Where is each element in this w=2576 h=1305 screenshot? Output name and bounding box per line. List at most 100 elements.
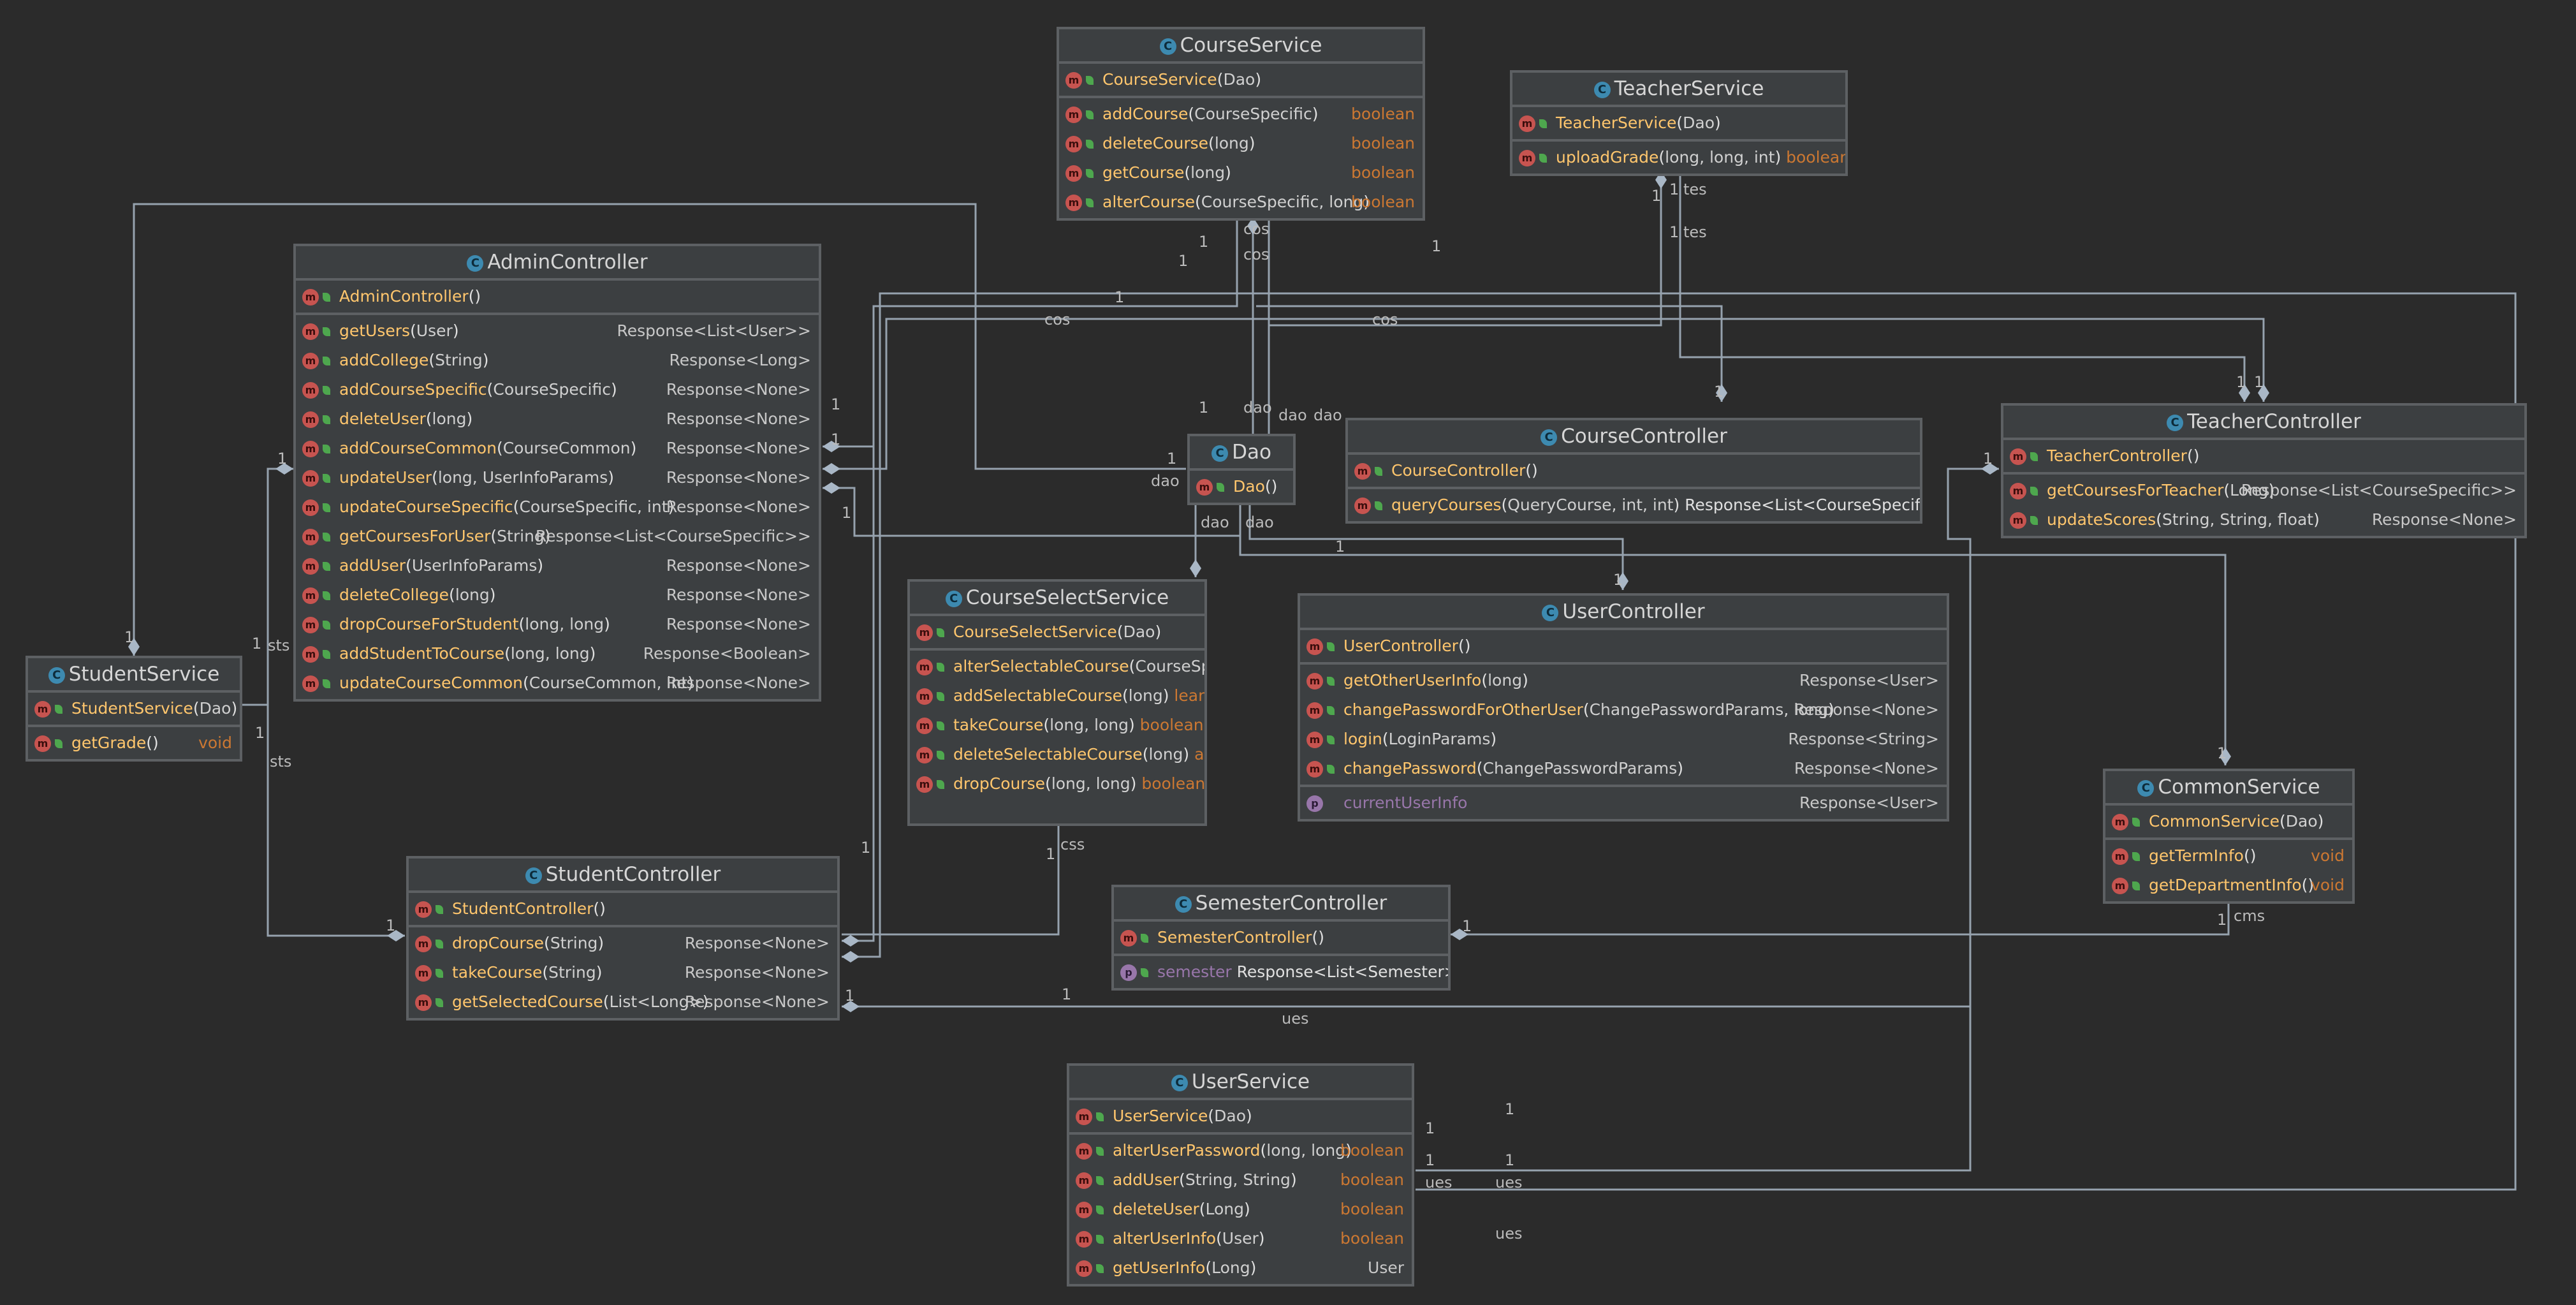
method-icon: m bbox=[1196, 479, 1213, 496]
method-icon: m bbox=[1076, 1231, 1092, 1248]
method-icon: m bbox=[1306, 638, 1323, 655]
edge-label: ues bbox=[1425, 1174, 1453, 1191]
method-icon: m bbox=[916, 747, 933, 763]
public-icon bbox=[1141, 968, 1148, 977]
class-name: CourseSelectService bbox=[965, 586, 1169, 609]
public-icon bbox=[2132, 881, 2140, 890]
class-icon: C bbox=[1540, 429, 1558, 446]
public-icon bbox=[323, 562, 330, 571]
method-icon: m bbox=[302, 441, 319, 457]
method-icon: m bbox=[1076, 1260, 1092, 1277]
multiplicity-label: 1 bbox=[1178, 252, 1189, 270]
method-icon: m bbox=[1076, 1202, 1092, 1218]
public-icon bbox=[1086, 76, 1094, 85]
multiplicity-label: 1 bbox=[1425, 1151, 1435, 1169]
multiplicity-label: 1 bbox=[386, 917, 396, 934]
method-icon: m bbox=[302, 587, 319, 604]
public-icon bbox=[1327, 765, 1335, 774]
edge-label: dao bbox=[1278, 406, 1307, 424]
public-icon bbox=[1086, 198, 1094, 207]
public-icon bbox=[2030, 487, 2038, 496]
class-icon: C bbox=[525, 867, 542, 884]
edge-label: sts bbox=[270, 753, 292, 770]
multiplicity-label: 1 bbox=[842, 504, 852, 522]
public-icon bbox=[1096, 1235, 1104, 1244]
multiplicity-label: 1 bbox=[277, 450, 288, 468]
class-icon: C bbox=[2137, 779, 2155, 797]
class-icon: C bbox=[1211, 445, 1229, 462]
